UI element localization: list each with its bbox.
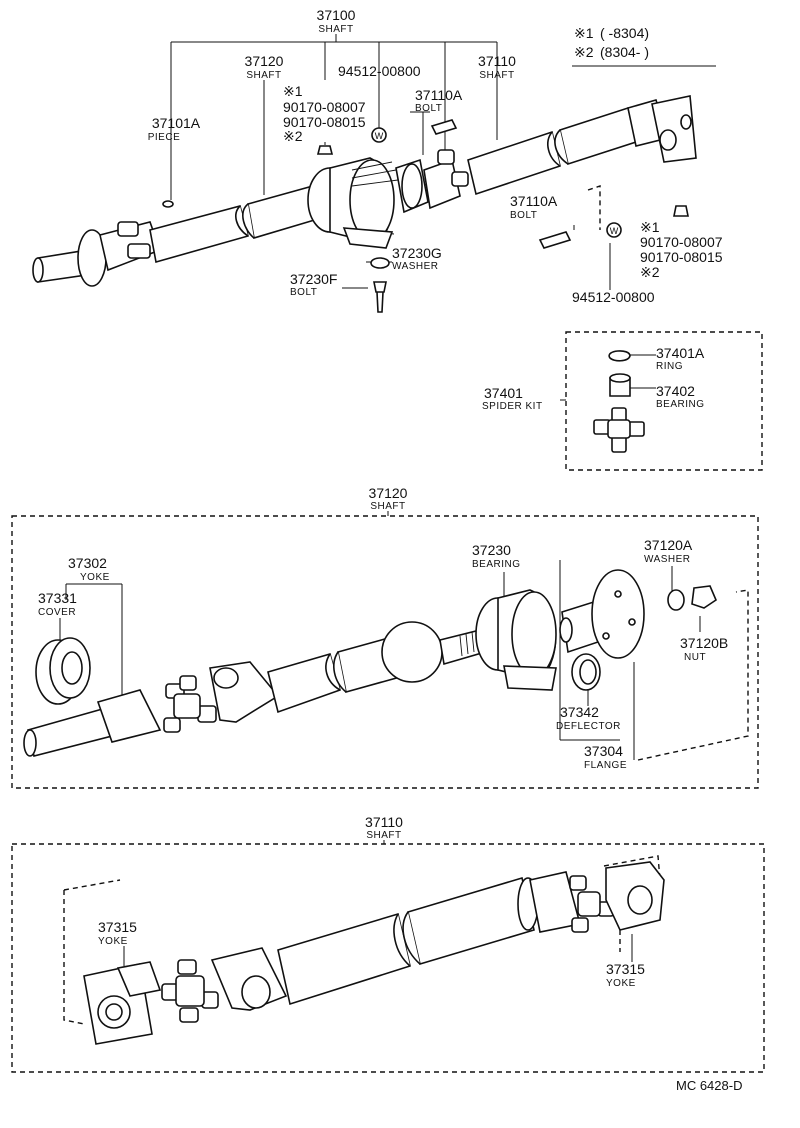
bolt-lower-part bbox=[538, 231, 572, 249]
cover-number: 37331 bbox=[38, 590, 77, 606]
flange-name: FLANGE bbox=[584, 760, 627, 771]
nut-lower-mark1: ※1 bbox=[640, 219, 660, 235]
dashed-guide-top bbox=[587, 185, 601, 230]
nut-upper-mark2: ※2 bbox=[283, 128, 303, 144]
reference-code: MC 6428-D bbox=[676, 1078, 742, 1093]
washer-w-upper-symbol: W bbox=[375, 131, 384, 141]
legend-note2-range: (8304- ) bbox=[600, 44, 649, 60]
washer-w-lower-symbol: W bbox=[610, 226, 619, 236]
nut-name: NUT bbox=[684, 652, 706, 663]
bolt-f-part bbox=[373, 281, 387, 313]
bearing-name-front: BEARING bbox=[472, 559, 521, 570]
top-fasteners: W W bbox=[162, 119, 689, 313]
label-37100-name: SHAFT bbox=[318, 24, 353, 35]
rear-detail-name: SHAFT bbox=[366, 830, 401, 841]
bolt-f-number: 37230F bbox=[290, 271, 337, 287]
bolt-lower-number: 37110A bbox=[510, 193, 558, 209]
bearing-number: 37402 bbox=[656, 383, 695, 399]
yoke-right-number: 37315 bbox=[606, 961, 645, 977]
label-37110-name: SHAFT bbox=[479, 70, 514, 81]
label-37120-name: SHAFT bbox=[246, 70, 281, 81]
bolt-lower-name: BOLT bbox=[510, 210, 537, 221]
washer-w-upper-number: 94512-00800 bbox=[338, 63, 421, 79]
washer-number: 37120A bbox=[644, 537, 693, 553]
spider-kit-box: 37401A RING 37402 BEARING 37401 SPIDER K… bbox=[482, 331, 763, 471]
washer-w-upper-part bbox=[371, 127, 387, 143]
top-shaft-drawing bbox=[32, 95, 697, 287]
left-ujoint-part bbox=[161, 959, 219, 1023]
label-37101a-number: 37101A bbox=[152, 115, 201, 131]
washer-g-name: WASHER bbox=[392, 261, 439, 272]
washer-w-lower-part bbox=[606, 222, 622, 238]
yoke-left-name: YOKE bbox=[98, 936, 128, 947]
legend-note1-range: ( -8304) bbox=[600, 25, 649, 41]
yoke-left-number: 37315 bbox=[98, 919, 137, 935]
legend: ※1 ( -8304) ※2 (8304- ) bbox=[572, 25, 716, 67]
flange-number: 37304 bbox=[584, 743, 623, 759]
cover-name: COVER bbox=[38, 607, 76, 618]
legend-note1-mark: ※1 bbox=[574, 25, 594, 41]
yoke-number: 37302 bbox=[68, 555, 107, 571]
ring-part bbox=[608, 350, 631, 362]
bolt-upper-number: 37110A bbox=[415, 87, 463, 103]
nut-upper-part bbox=[316, 145, 334, 155]
yoke-stub-part bbox=[27, 706, 113, 757]
spider-cross-part bbox=[593, 407, 645, 453]
nut-upper-mark1: ※1 bbox=[283, 83, 303, 99]
nut-number: 37120B bbox=[680, 635, 728, 651]
rear-shaft-detail: 37110 SHAFT bbox=[11, 814, 765, 1073]
label-37120-number: 37120 bbox=[245, 53, 284, 69]
bearing-name: BEARING bbox=[656, 399, 705, 410]
ring-name: RING bbox=[656, 361, 683, 372]
top-labels: 37100 SHAFT 37120 SHAFT 37110 SHAFT 3710… bbox=[148, 7, 723, 305]
ring-number: 37401A bbox=[656, 345, 705, 361]
yoke-right-name: YOKE bbox=[606, 978, 636, 989]
nut-lower-mark2: ※2 bbox=[640, 264, 660, 280]
deflector-name: DEFLECTOR bbox=[556, 721, 621, 732]
label-37101a-name: PIECE bbox=[148, 132, 181, 143]
washer-g-part bbox=[370, 257, 390, 269]
washer-w-lower-number: 94512-00800 bbox=[572, 289, 655, 305]
nut-lower-num1: 90170-08007 bbox=[640, 234, 723, 250]
spider-kit-number: 37401 bbox=[484, 385, 523, 401]
front-shaft-detail: 37120 SHAFT bbox=[11, 485, 759, 789]
piece-part bbox=[162, 200, 174, 208]
washer-name: WASHER bbox=[644, 554, 691, 565]
label-37100-number: 37100 bbox=[317, 7, 356, 23]
washer-g-number: 37230G bbox=[392, 245, 442, 261]
yoke-name: YOKE bbox=[80, 572, 110, 583]
nut-upper-num1: 90170-08007 bbox=[283, 99, 366, 115]
front-detail-number: 37120 bbox=[369, 485, 408, 501]
bolt-upper-part bbox=[430, 119, 458, 135]
washer-part bbox=[667, 589, 685, 611]
spider-kit-name: SPIDER KIT bbox=[482, 401, 543, 412]
nut-lower-num2: 90170-08015 bbox=[640, 249, 723, 265]
bolt-upper-name: BOLT bbox=[415, 103, 442, 114]
label-37110-number: 37110 bbox=[478, 53, 516, 69]
deflector-number: 37342 bbox=[560, 704, 599, 720]
nut-part bbox=[691, 585, 717, 609]
front-detail-name: SHAFT bbox=[370, 501, 405, 512]
nut-upper-num2: 90170-08015 bbox=[283, 114, 366, 130]
bearing-number-front: 37230 bbox=[472, 542, 511, 558]
rear-detail-number: 37110 bbox=[365, 814, 403, 830]
legend-note2-mark: ※2 bbox=[574, 44, 594, 60]
bolt-f-name: BOLT bbox=[290, 287, 317, 298]
nut-lower-part bbox=[673, 205, 689, 217]
